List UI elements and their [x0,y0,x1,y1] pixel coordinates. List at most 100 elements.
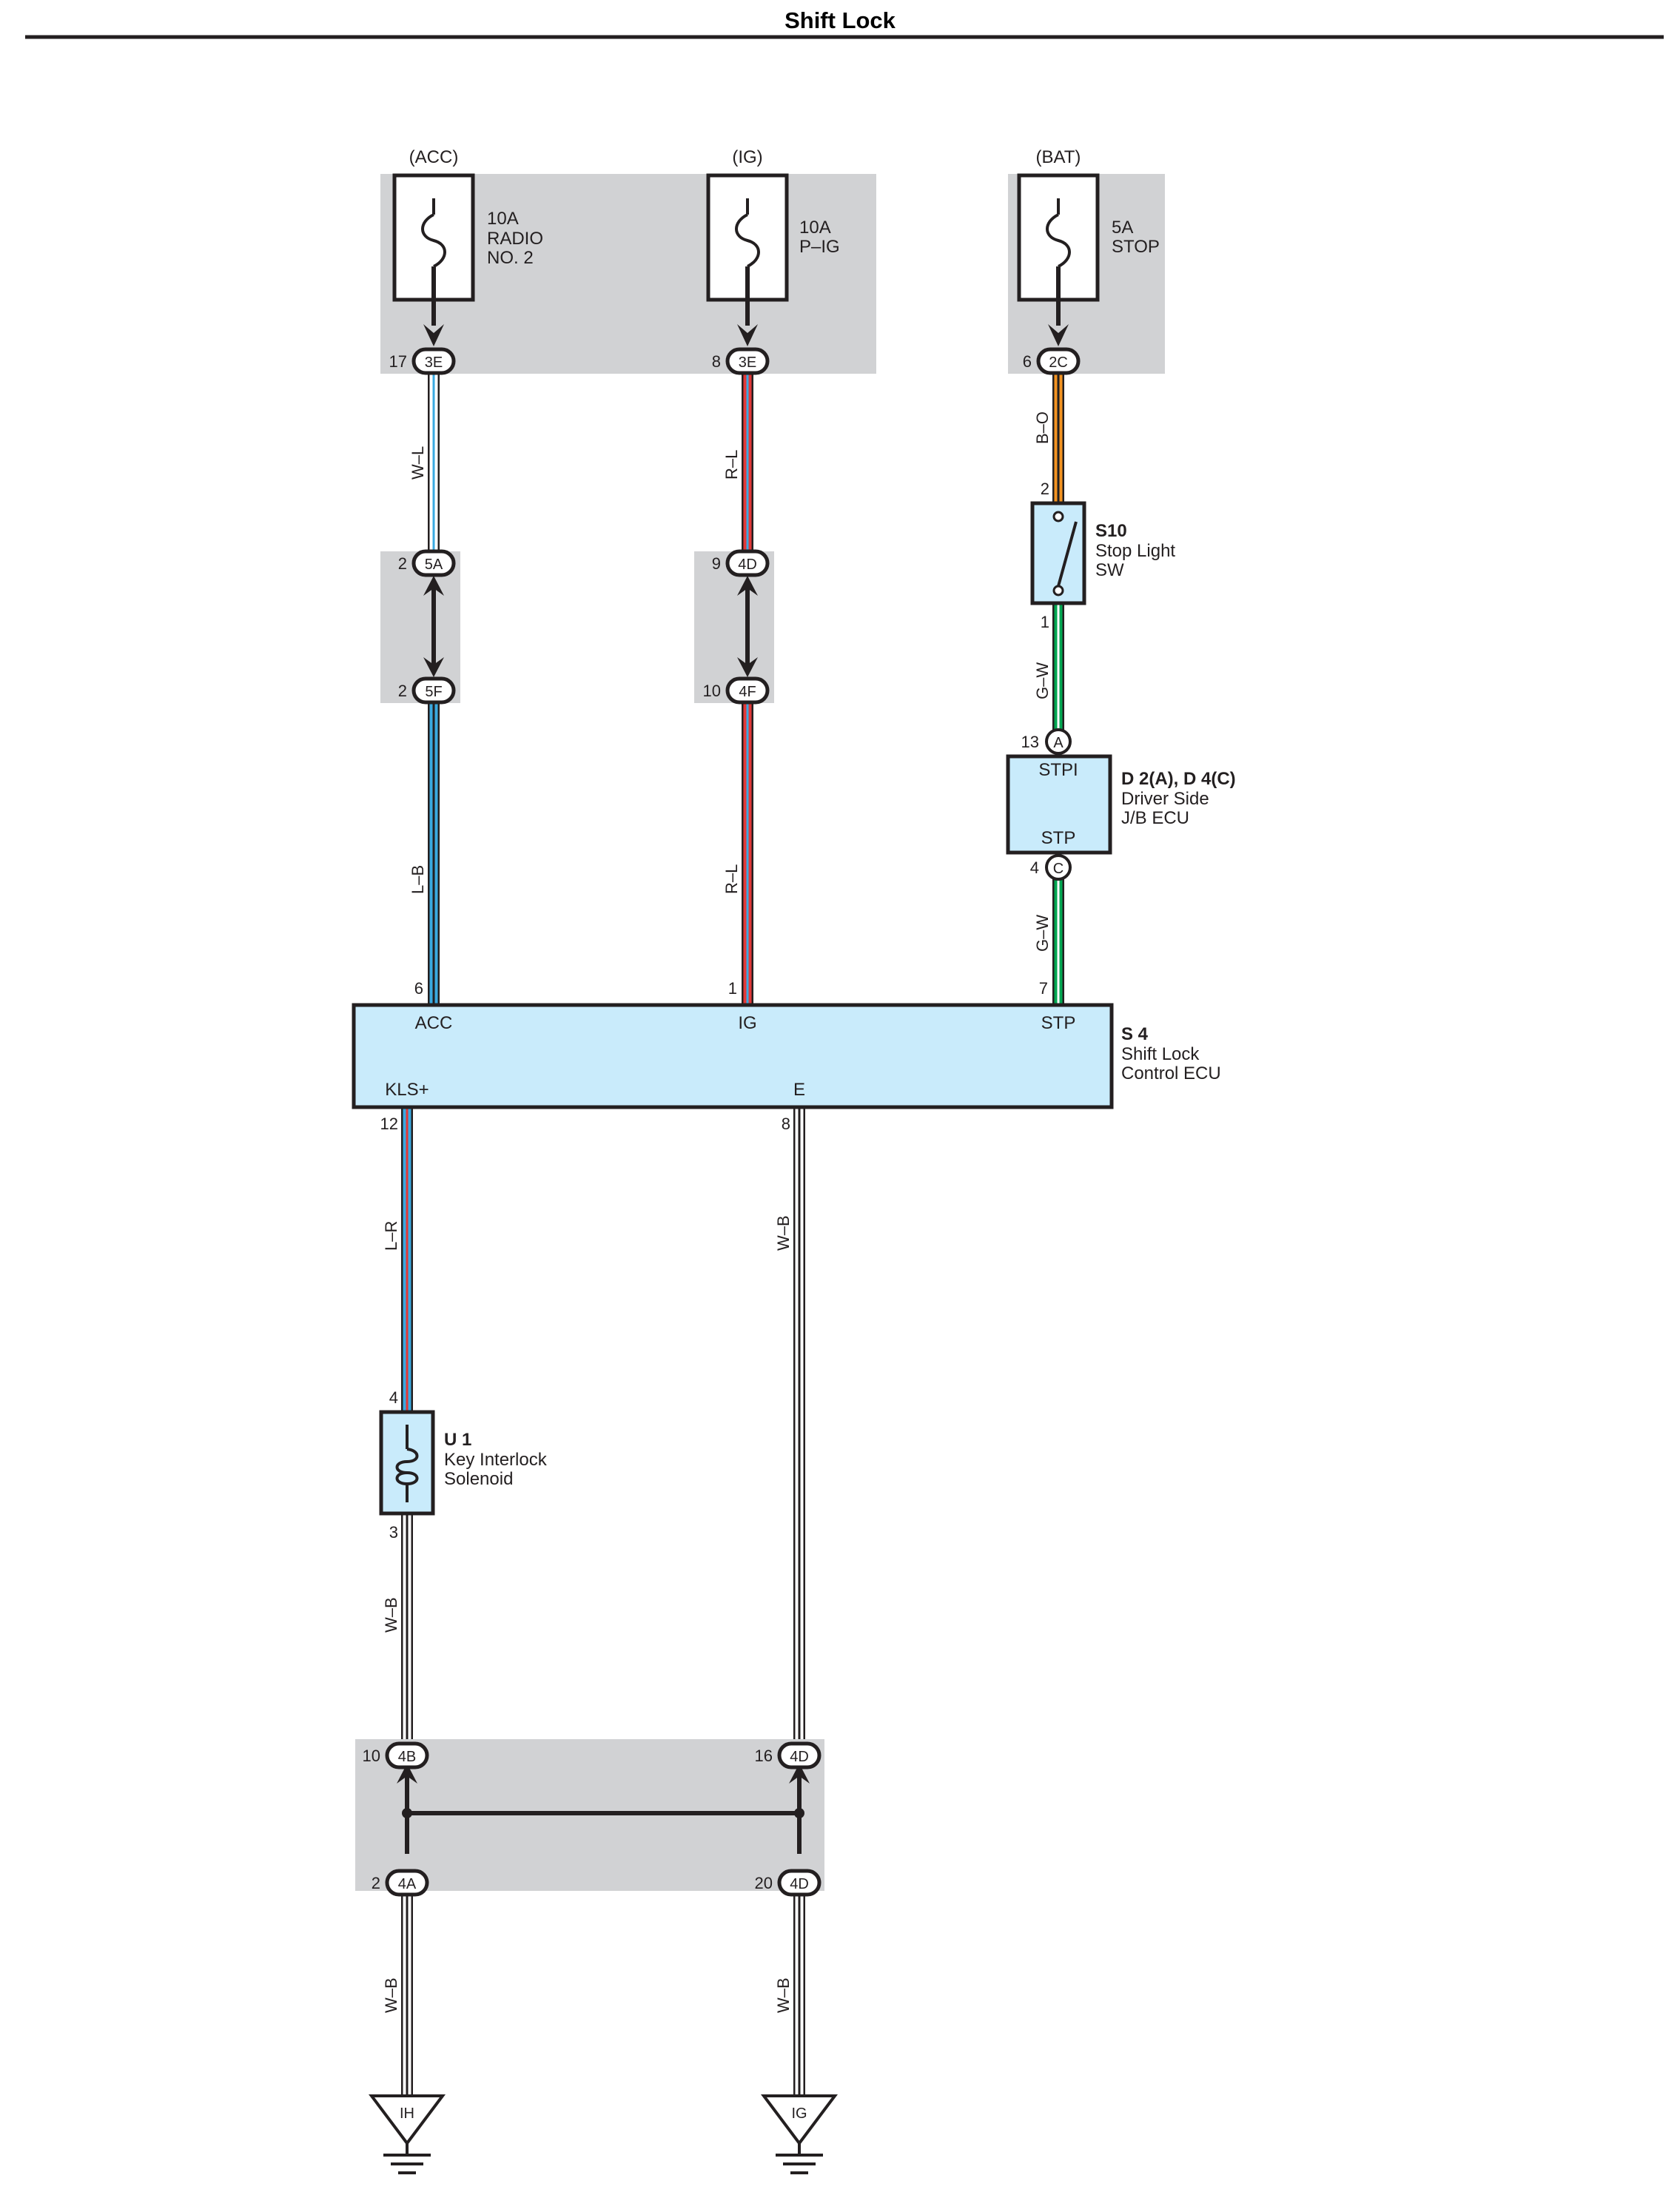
jb-term-stpi: STPI [1038,760,1078,780]
connector-c: C [1045,854,1072,881]
shift-ecu-name: Shift Lock [1121,1044,1200,1064]
ground-ig-label: IG [791,2105,807,2122]
ground-ih-symbol [369,2094,446,2174]
pin-4d-20: 20 [755,1874,773,1892]
pin-17: 17 [389,352,407,371]
shift-ecu-name2: Control ECU [1121,1063,1221,1083]
solenoid-name: Key Interlock [444,1450,548,1470]
pin-u1-out: 3 [389,1523,398,1542]
ecu-term-acc: ACC [415,1013,453,1033]
wire-label-acc-lower: L–B [409,865,427,894]
connector-5a: 5A [411,549,456,577]
pin-4d-16: 16 [755,1747,773,1765]
splice-dot-left [402,1808,412,1818]
pin-jb-13: 13 [1021,733,1039,751]
pin-4d-ig: 9 [712,554,721,573]
fuse-ig-name: P–IG [799,237,840,257]
key-interlock-solenoid [379,1410,435,1516]
svg-text:A: A [1053,735,1064,751]
pin-ecu-1: 1 [728,979,737,998]
splice-dot-right [794,1808,804,1818]
pin-5a: 2 [398,554,407,573]
pin-ecu-6: 6 [414,979,423,998]
wire-label-ground-ig: W–B [774,1977,793,2013]
junction-ig-arrows [737,576,758,677]
pin-4f: 10 [703,682,721,700]
fuse-bat [1017,173,1100,346]
stop-switch-name: Stop Light [1095,541,1175,561]
ground-ih-label: IH [400,2105,414,2122]
wire-label-solenoid-out: W–B [382,1597,400,1633]
wire-label-ground-ih: W–B [382,1977,400,2013]
page-title: Shift Lock [784,7,896,33]
ecu-term-e: E [793,1080,805,1100]
pin-8-ig: 8 [712,352,721,371]
fuse-acc-name2: NO. 2 [487,248,534,268]
jb-ecu-id: D 2(A), D 4(C) [1121,769,1236,789]
pin-ecu-7: 7 [1039,979,1048,998]
wire-label-stp-mid: G–W [1033,662,1052,699]
fuse-bat-name: STOP [1112,237,1160,257]
pin-u1-in: 4 [389,1388,398,1407]
pin-5f: 2 [398,682,407,700]
wire-label-klsp: L–R [382,1221,400,1251]
pin-6-bat: 6 [1023,352,1032,371]
svg-text:C: C [1053,861,1064,877]
wire-label-e: W–B [774,1215,793,1251]
fuse-acc-rating: 10A [487,209,519,229]
connector-4d-gnd-top: 4D [777,1741,821,1770]
connector-4d-ig: 4D [725,549,770,577]
svg-text:3E: 3E [425,354,443,371]
connector-3e-acc: 3E [411,347,456,375]
svg-text:5F: 5F [425,684,442,700]
fuse-ig-rating: 10A [799,218,831,238]
connector-4d-gnd-bottom: 4D [777,1869,821,1897]
wire-label-stp-lower: G–W [1033,915,1052,952]
ecu-term-klsp: KLS+ [385,1080,429,1100]
ground-ig-symbol [761,2094,838,2174]
jb-ecu [1006,754,1112,855]
svg-text:4F: 4F [739,684,756,700]
stop-switch-id: S10 [1095,521,1127,541]
shift-lock-ecu [352,1003,1114,1109]
solenoid-id: U 1 [444,1430,471,1450]
wire-label-ig-upper: R–L [722,450,741,480]
connector-a: A [1045,728,1072,755]
solenoid-name2: Solenoid [444,1469,513,1489]
fuse-ig [706,173,789,346]
svg-text:2C: 2C [1049,354,1068,371]
wire-label-ig-lower: R–L [722,864,741,894]
pin-4b: 10 [363,1747,380,1765]
fuse-acc-name: RADIO [487,229,543,249]
ecu-term-stp: STP [1041,1013,1076,1033]
fuse-bat-rating: 5A [1112,218,1133,238]
connector-4f: 4F [725,676,770,705]
connector-4a: 4A [385,1869,429,1897]
pin-ecu-12: 12 [380,1115,398,1133]
pin-s10-in: 2 [1041,480,1049,498]
fuse-bat-source: (BAT) [1036,147,1081,167]
pin-jb-4: 4 [1030,858,1039,877]
svg-text:3E: 3E [739,354,756,371]
svg-text:4D: 4D [738,557,757,573]
junction-acc-arrows [423,576,444,677]
jb-ecu-name2: J/B ECU [1121,808,1189,828]
ecu-term-ig: IG [738,1013,756,1033]
pin-s10-out: 1 [1041,613,1049,631]
jb-term-stp: STP [1041,828,1076,848]
svg-text:4D: 4D [790,1876,809,1892]
connector-2c: 2C [1036,347,1081,375]
connector-4b: 4B [385,1741,429,1770]
shift-ecu-id: S 4 [1121,1024,1149,1044]
fuse-acc-source: (ACC) [409,147,459,167]
pin-ecu-8: 8 [782,1115,790,1133]
connector-3e-ig: 3E [725,347,770,375]
ground-junction-arrows [397,1764,810,1784]
svg-text:5A: 5A [425,557,443,573]
stop-switch-name2: SW [1095,560,1124,580]
svg-text:4D: 4D [790,1749,809,1765]
wire-label-bat-upper: B–O [1033,411,1052,444]
fuse-ig-source: (IG) [732,147,762,167]
svg-text:4A: 4A [398,1876,417,1892]
